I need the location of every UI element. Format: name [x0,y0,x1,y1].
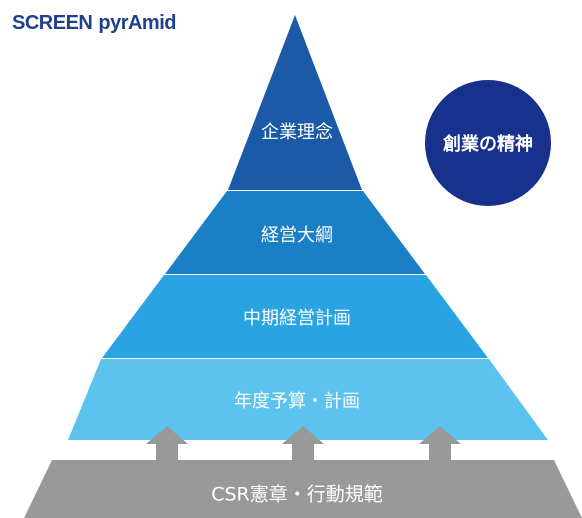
tier-4-label: 年度予算・計画 [234,391,360,412]
tier-2-label: 経営大綱 [261,225,333,246]
up-arrow-right [419,426,461,460]
tier-1-label: 企業理念 [261,122,333,143]
base-band [24,460,582,518]
tier-chuki-keiei-keikaku [102,275,488,358]
up-arrow-left [146,426,188,460]
logo-product-text: pyrAmid [98,12,176,34]
circle-label: 創業の精神 [443,134,533,155]
sogyo-no-seishin-circle [425,80,551,206]
tier-3-label: 中期経営計画 [243,308,351,329]
tier-keiei-taiko [165,191,425,274]
tier-kigyo-rinen [228,15,362,190]
logo-brand-text: SCREEN [12,12,93,34]
up-arrow-center [282,426,324,460]
tier-nendo-yosan-keikaku [68,359,548,440]
base-label: CSR憲章・行動規範 [211,483,383,506]
